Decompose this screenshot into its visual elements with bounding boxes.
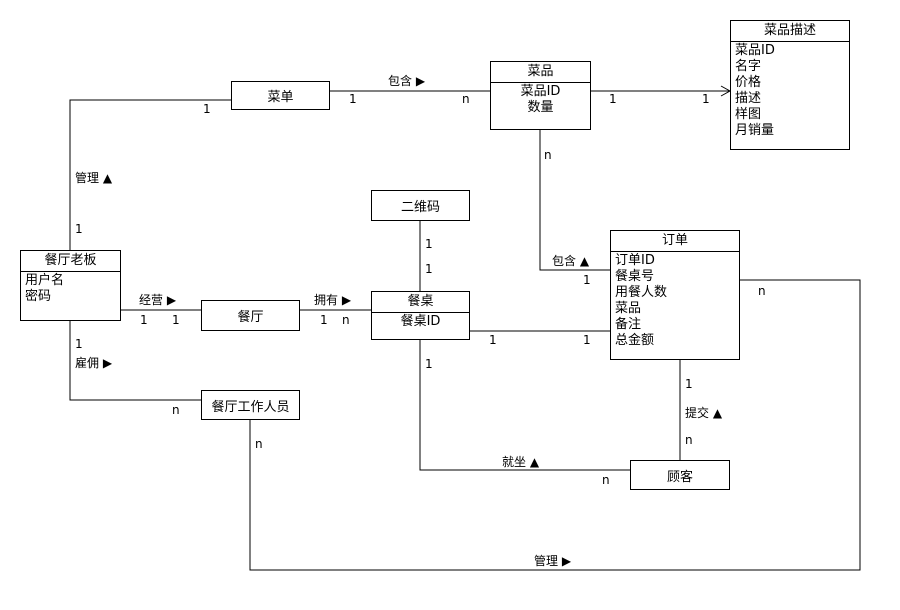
card-staff-order: n	[255, 437, 263, 451]
entity-customer[interactable]: 顾客	[630, 460, 730, 490]
entity-dish-attrs: 菜品ID 数量	[491, 83, 590, 117]
attr-desc-monthly-sales: 月销量	[735, 123, 775, 138]
entity-order[interactable]: 订单 订单ID 餐桌号 用餐人数 菜品 备注 总金额	[610, 230, 740, 360]
attr-desc-dish-id: 菜品ID	[735, 43, 775, 58]
card-owner-staff: 1	[75, 337, 83, 351]
relation-staff-order: 管理 ▶	[534, 554, 572, 568]
relation-owner-staff: 雇佣 ▶	[75, 356, 113, 370]
card-table-customer: 1	[425, 357, 433, 371]
entity-menu[interactable]: 菜单	[231, 81, 330, 110]
relation-table-customer: 就坐 ▲	[502, 455, 540, 469]
entity-menu-title: 菜单	[267, 90, 294, 105]
entity-owner-title: 餐厅老板	[21, 251, 120, 272]
entity-restaurant-title: 餐厅	[237, 310, 264, 325]
entity-qrcode[interactable]: 二维码	[371, 190, 470, 221]
attr-owner-username: 用户名	[25, 273, 65, 288]
attr-dish-qty: 数量	[527, 100, 554, 115]
entity-staff[interactable]: 餐厅工作人员	[201, 390, 300, 420]
card-customer-table: n	[602, 473, 610, 487]
line-dish-order	[539, 129, 611, 271]
card-menu-owner: 1	[203, 102, 211, 116]
card-order-customer: 1	[685, 377, 693, 391]
card-table-order: 1	[489, 333, 497, 347]
card-dish-order: n	[544, 148, 552, 162]
card-order-dish: 1	[583, 273, 591, 287]
entity-customer-title: 顾客	[666, 469, 693, 485]
entity-owner[interactable]: 餐厅老板 用户名 密码	[20, 250, 121, 321]
card-owner-restaurant: 1	[140, 313, 148, 327]
attr-order-remark: 备注	[615, 317, 642, 332]
card-table-qrcode: 1	[425, 262, 433, 276]
line-owner-menu	[69, 99, 231, 250]
entity-order-attrs: 订单ID 餐桌号 用餐人数 菜品 备注 总金额	[611, 252, 739, 350]
entity-owner-attrs: 用户名 密码	[21, 272, 120, 306]
card-order-staff: n	[758, 284, 766, 298]
card-restaurant-table: 1	[320, 313, 328, 327]
entity-table-title: 餐桌	[372, 292, 469, 313]
line-owner-staff	[69, 320, 201, 401]
card-dish-menu: n	[462, 92, 470, 106]
card-customer-order: n	[685, 433, 693, 447]
card-dish-desc: 1	[609, 92, 617, 106]
entity-table-attrs: 餐桌ID	[372, 313, 469, 331]
relation-menu-dish: 包含 ▶	[388, 74, 426, 88]
entity-table[interactable]: 餐桌 餐桌ID	[371, 291, 470, 340]
line-staff-order	[249, 279, 861, 571]
relation-dish-order: 包含 ▲	[552, 254, 590, 268]
card-qrcode-table: 1	[425, 237, 433, 251]
relation-owner-menu: 管理 ▲	[75, 171, 113, 185]
entity-dish-title: 菜品	[491, 62, 590, 83]
entity-order-title: 订单	[611, 231, 739, 252]
attr-desc-name: 名字	[735, 59, 762, 74]
entity-qrcode-title: 二维码	[400, 200, 440, 215]
attr-order-dishes: 菜品	[615, 301, 642, 316]
entity-dish[interactable]: 菜品 菜品ID 数量	[490, 61, 591, 130]
attr-owner-password: 密码	[25, 289, 52, 304]
entity-staff-title: 餐厅工作人员	[211, 399, 290, 415]
card-order-table: 1	[583, 333, 591, 347]
attr-order-id: 订单ID	[615, 253, 655, 268]
card-staff-owner: n	[172, 403, 180, 417]
attr-order-table-no: 餐桌号	[615, 269, 655, 284]
relation-owner-restaurant: 经营 ▶	[139, 293, 177, 307]
attr-dish-id: 菜品ID	[520, 84, 561, 99]
entity-dish-desc-attrs: 菜品ID 名字 价格 描述 样图 月销量	[731, 42, 849, 140]
card-menu-dish: 1	[349, 92, 357, 106]
card-restaurant-owner: 1	[172, 313, 180, 327]
card-owner-menu: 1	[75, 222, 83, 236]
attr-desc-price: 价格	[735, 75, 762, 90]
relation-restaurant-table: 拥有 ▶	[314, 293, 352, 307]
line-table-customer	[419, 339, 631, 471]
relation-order-customer: 提交 ▲	[685, 406, 723, 420]
card-desc-dish: 1	[702, 92, 710, 106]
attr-order-total: 总金额	[615, 333, 655, 348]
entity-restaurant[interactable]: 餐厅	[201, 300, 300, 331]
entity-dish-desc[interactable]: 菜品描述 菜品ID 名字 价格 描述 样图 月销量	[730, 20, 850, 150]
entity-dish-desc-title: 菜品描述	[731, 21, 849, 42]
card-table-restaurant: n	[342, 313, 350, 327]
attr-desc-sample-image: 样图	[735, 107, 762, 122]
attr-table-id: 餐桌ID	[400, 314, 441, 329]
attr-desc-description: 描述	[735, 91, 762, 106]
attr-order-diners: 用餐人数	[615, 285, 668, 300]
